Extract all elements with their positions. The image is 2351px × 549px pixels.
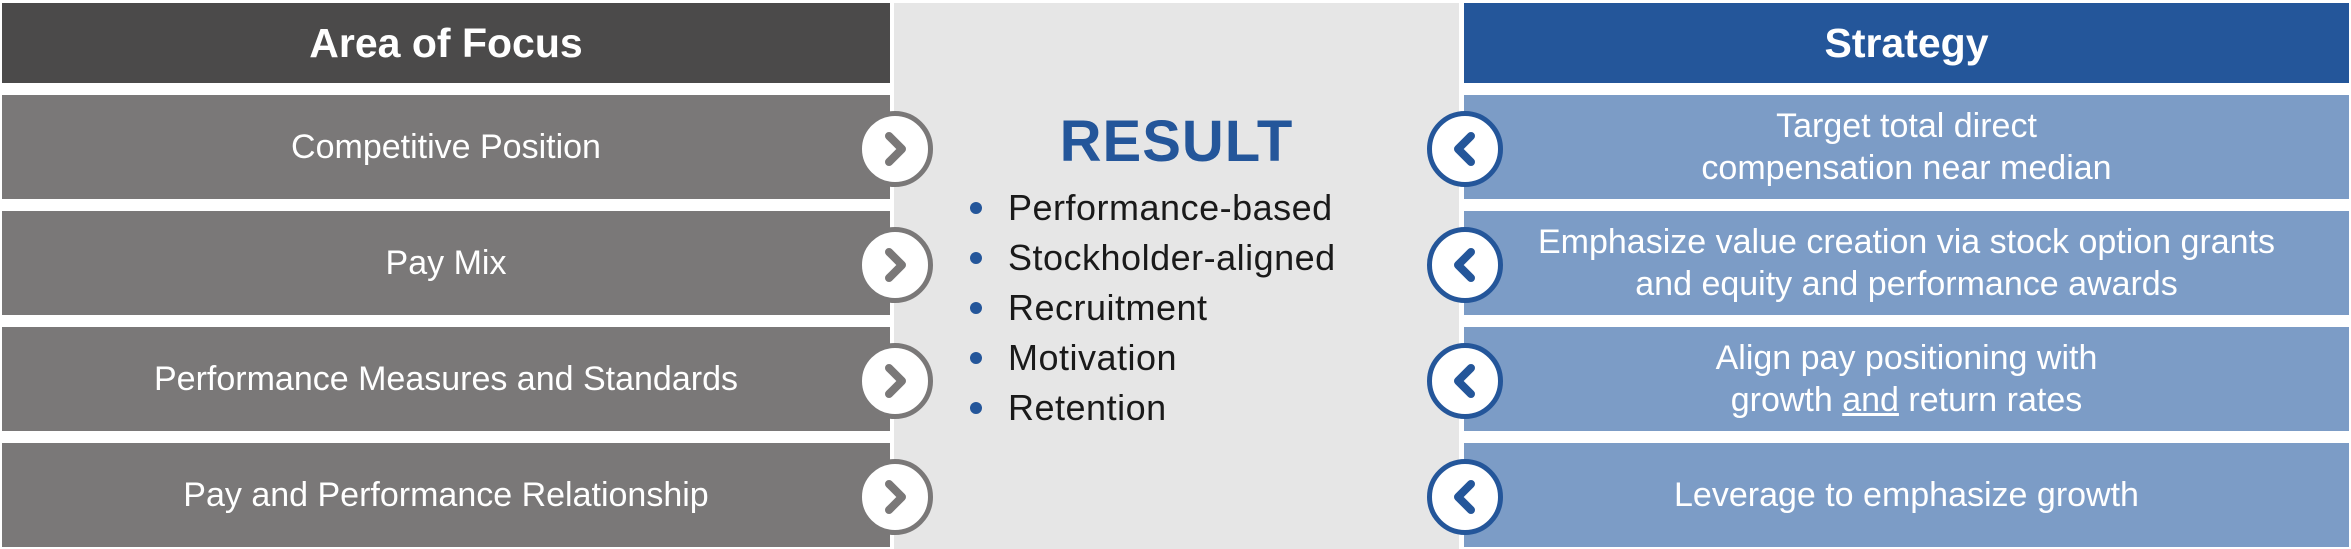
chevron-right-icon	[857, 111, 933, 187]
focus-item: Pay and Performance Relationship	[2, 443, 890, 547]
chevron-left-icon	[1427, 111, 1503, 187]
result-list-item: Performance-based	[970, 183, 1336, 233]
bullet-icon	[970, 252, 982, 264]
chevron-left-icon	[1427, 227, 1503, 303]
bullet-icon	[970, 352, 982, 364]
strategy-header: Strategy	[1464, 3, 2349, 83]
chevron-right-icon	[857, 227, 933, 303]
result-list-item: Motivation	[970, 333, 1336, 383]
focus-item: Pay Mix	[2, 211, 890, 315]
area-of-focus-column: Area of Focus Competitive Position Pay M…	[2, 3, 890, 547]
result-list-item: Recruitment	[970, 283, 1336, 333]
result-list-item: Retention	[970, 383, 1336, 433]
strategy-item: Leverage to emphasize growth	[1464, 443, 2349, 547]
chevron-right-icon	[857, 459, 933, 535]
result-title: RESULT	[1059, 109, 1294, 174]
focus-item: Competitive Position	[2, 95, 890, 199]
focus-item: Performance Measures and Standards	[2, 327, 890, 431]
area-of-focus-header: Area of Focus	[2, 3, 890, 83]
bullet-icon	[970, 302, 982, 314]
chevron-right-icon	[857, 343, 933, 419]
result-panel: RESULT Performance-based Stockholder-ali…	[894, 3, 1459, 549]
result-list-item: Stockholder-aligned	[970, 233, 1336, 283]
strategy-item: Emphasize value creation via stock optio…	[1464, 211, 2349, 315]
chevron-left-icon	[1427, 343, 1503, 419]
chevron-left-icon	[1427, 459, 1503, 535]
bullet-icon	[970, 402, 982, 414]
result-list: Performance-based Stockholder-aligned Re…	[970, 183, 1336, 433]
bullet-icon	[970, 202, 982, 214]
